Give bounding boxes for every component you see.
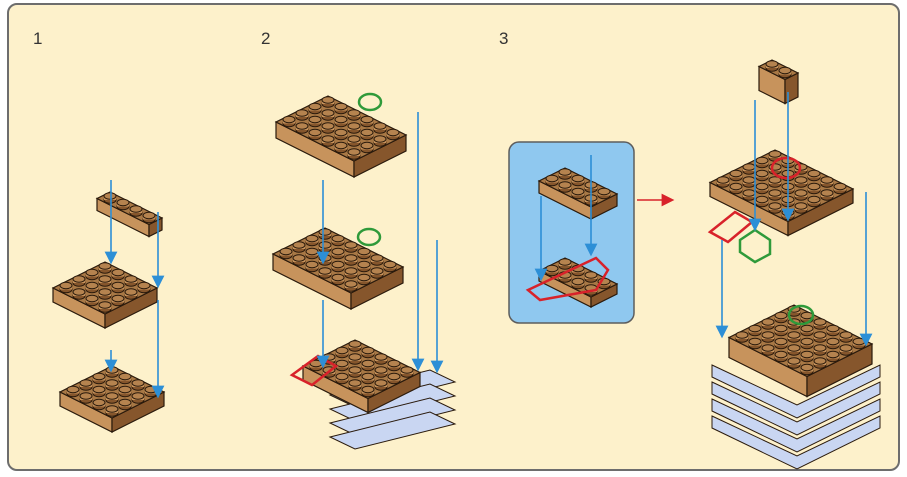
step1-middle-plate — [51, 261, 159, 329]
step1-bottom-plate — [58, 365, 166, 433]
step3-green-highlight-lower — [787, 304, 815, 326]
step2-green-highlight-top — [357, 92, 383, 112]
step2-green-highlight-mid — [356, 227, 382, 247]
step3-callout-red-highlight — [525, 256, 610, 302]
step2-top-plate — [274, 95, 408, 178]
step-number-2: 2 — [261, 29, 271, 48]
step3-green-highlight-block — [738, 228, 772, 264]
step-2-diagram — [271, 92, 457, 450]
step2-middle-plate — [271, 227, 405, 310]
step-number-3: 3 — [499, 29, 509, 48]
step3-red-highlight-top — [770, 156, 802, 180]
step-number-1: 1 — [33, 29, 43, 48]
step1-small-brick — [95, 191, 164, 238]
step3-upper-plate — [708, 149, 855, 237]
step-3-diagram — [508, 59, 881, 470]
step-1-diagram — [51, 191, 166, 433]
step3-roof-pieces — [757, 59, 800, 105]
step2-red-highlight — [289, 354, 339, 387]
step3-lower-structure — [727, 304, 874, 398]
